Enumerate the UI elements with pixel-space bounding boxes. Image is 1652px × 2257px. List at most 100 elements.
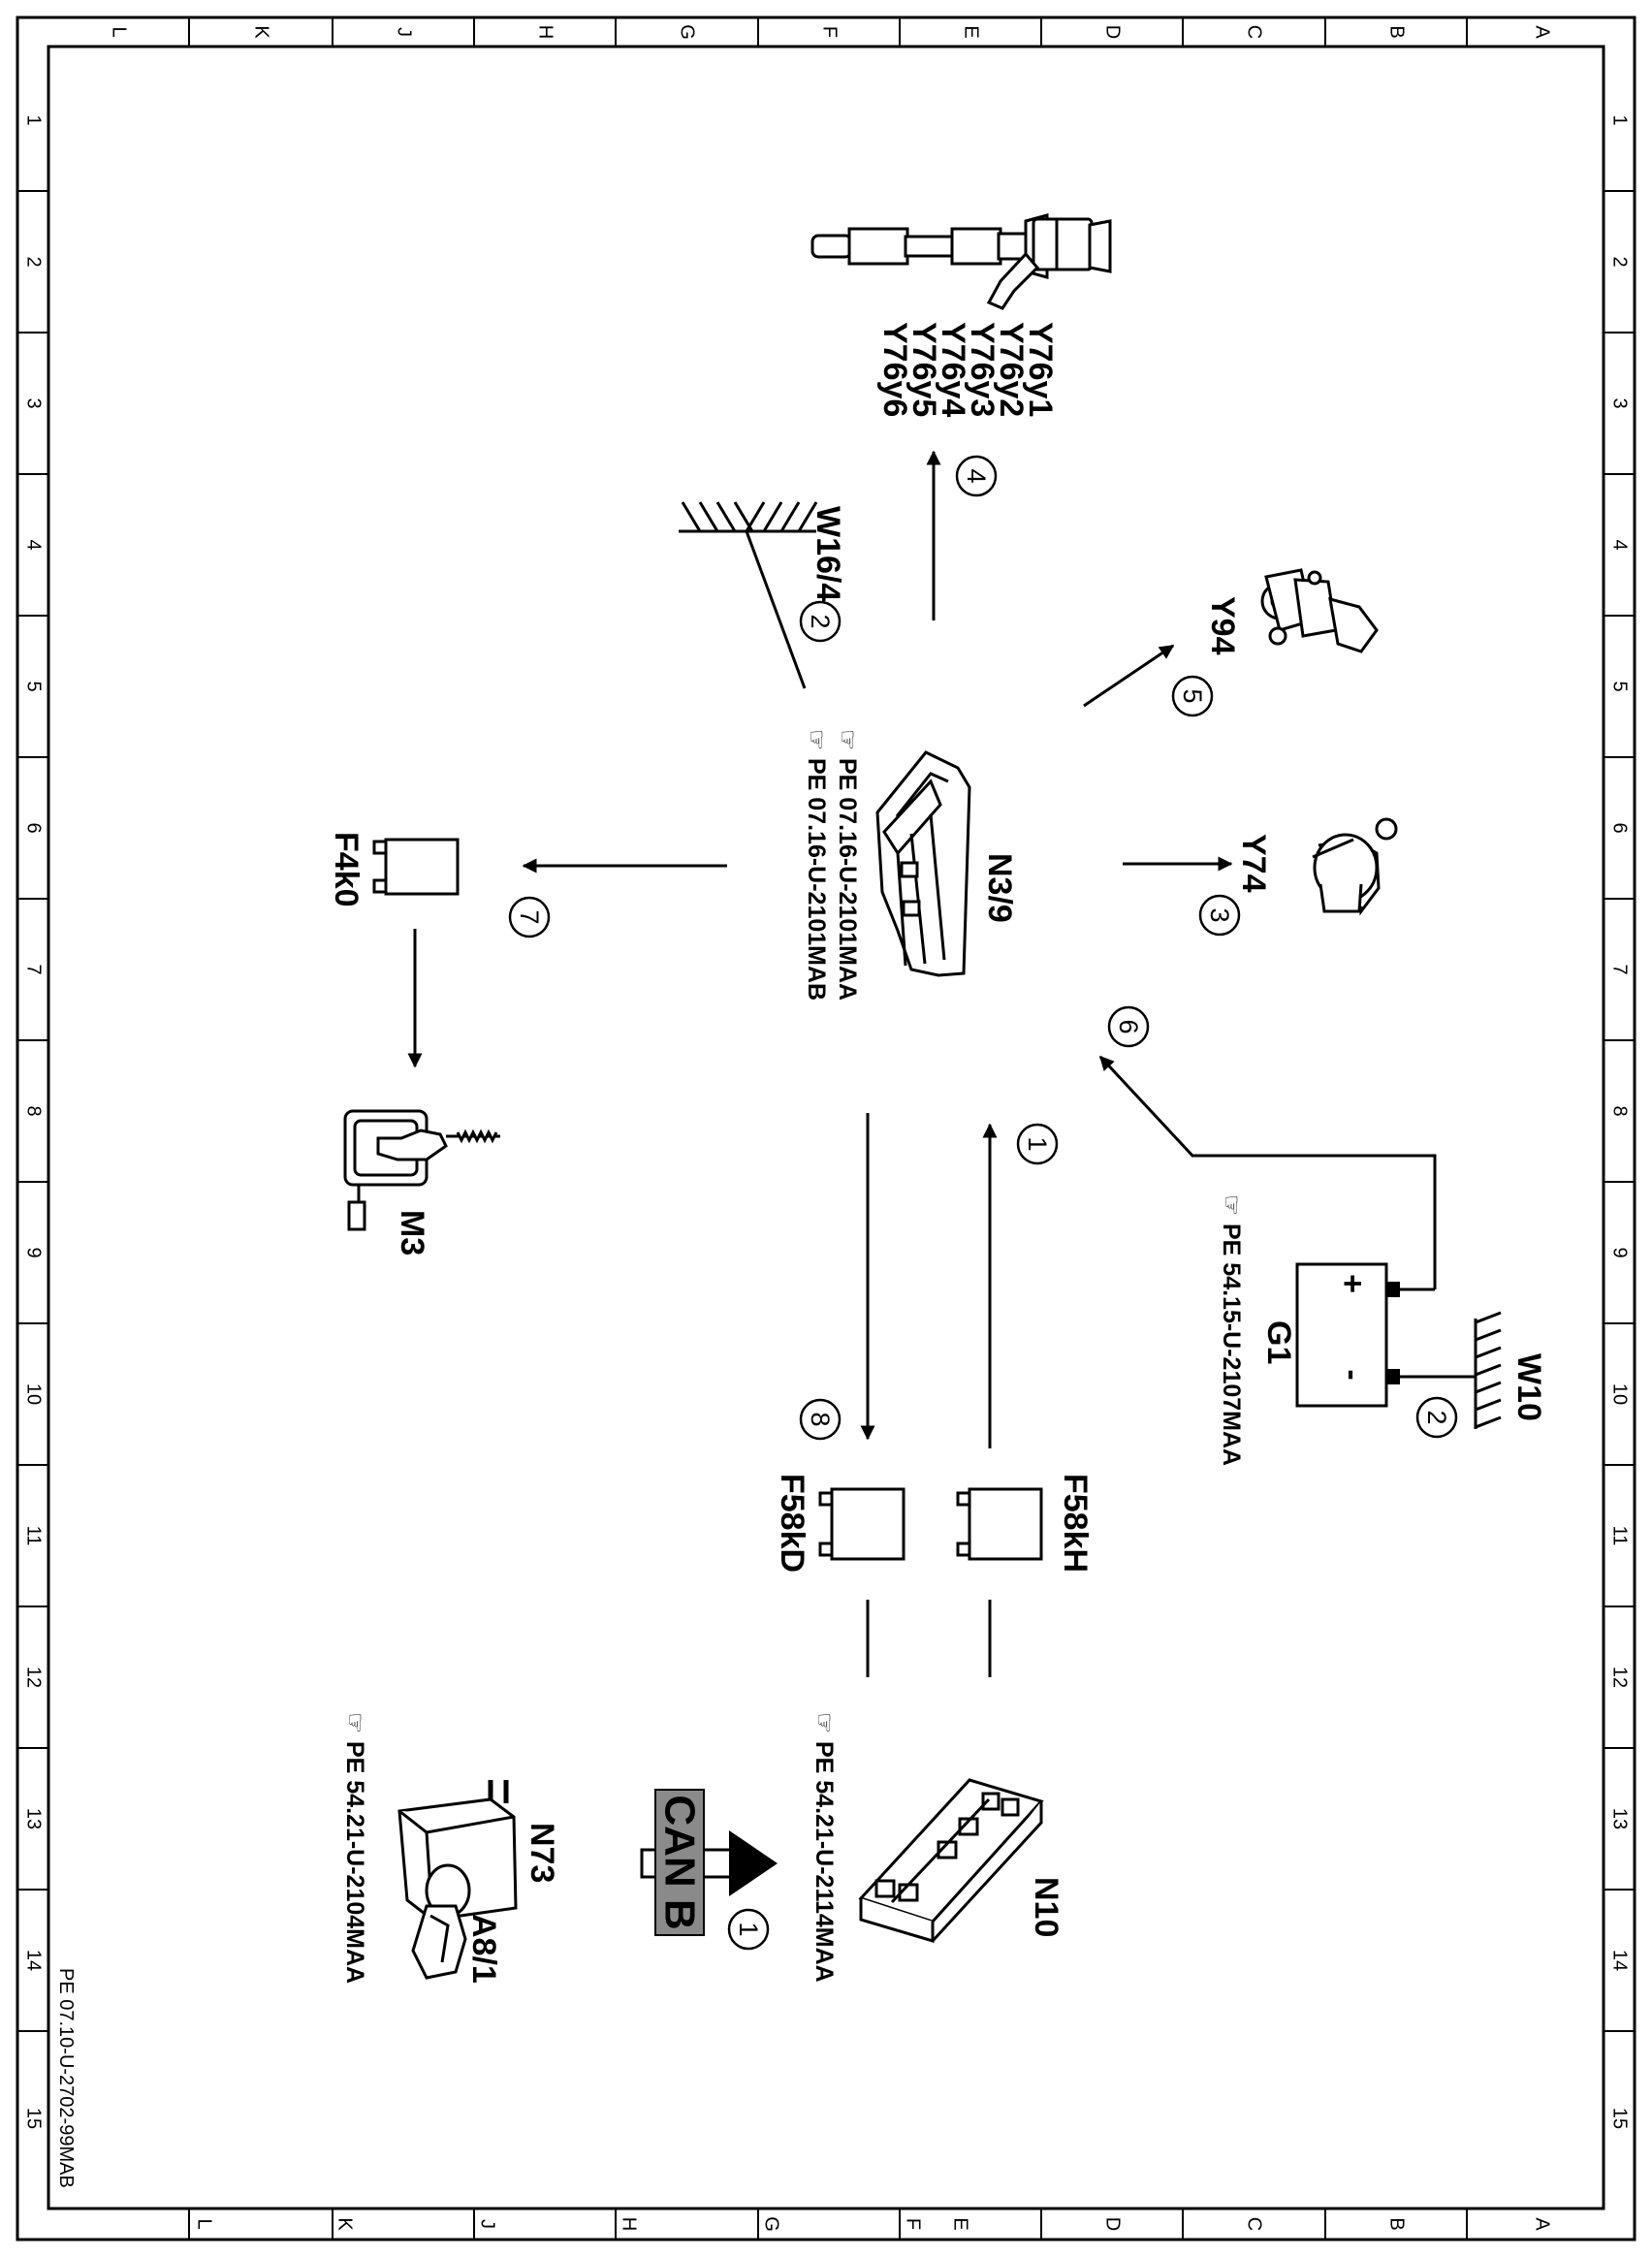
f4k0-label: F4k0: [328, 832, 365, 907]
col-label-bottom-L: L: [194, 2218, 215, 2229]
row-label-left-2: 2: [23, 256, 45, 267]
row-label-right-12: 12: [1609, 1667, 1631, 1688]
col-label-bottom-K: K: [334, 2217, 356, 2231]
col-label-top-B: B: [1386, 25, 1408, 38]
row-label-right-13: 13: [1609, 1808, 1631, 1829]
row-ticks: [17, 190, 1635, 2032]
relay-f58kh-icon: [956, 1487, 1043, 1561]
row-label-left-3: 3: [23, 397, 45, 408]
row-label-left-4: 4: [23, 539, 45, 550]
g1-plus-sign: +: [1334, 1274, 1371, 1293]
n10-ref: PE 54.21-U-2114MAA: [810, 1741, 838, 1983]
col-label-top-C: C: [1244, 25, 1265, 39]
col-label-top-K: K: [251, 25, 272, 39]
signal-number-4: 4: [962, 468, 991, 483]
row-label-right-9: 9: [1609, 1247, 1631, 1257]
col-label-top-A: A: [1532, 25, 1553, 39]
y76-labels: Y76y1 Y76y2 Y76y3 Y76y4 Y76y5 Y76y6: [876, 322, 1059, 417]
row-label-left-6: 6: [23, 822, 45, 833]
n10-ref-hand-icon: ☞: [810, 1712, 838, 1733]
g1-minus-sign: -: [1334, 1369, 1371, 1380]
signal-marker-2b: [1415, 1396, 1458, 1439]
relay-f58kd-icon: [818, 1487, 905, 1561]
row-label-right-2: 2: [1609, 256, 1631, 267]
g1-label: G1: [1260, 1320, 1297, 1364]
signal-arrow-5: [1083, 644, 1175, 708]
battery-g1-icon: [1295, 1262, 1476, 1408]
f58kh-label: F58kH: [1057, 1474, 1094, 1573]
signal-number-2: 2: [806, 614, 835, 628]
row-label-left-14: 14: [23, 1950, 45, 1971]
n73-ref: PE 54.21-U-2104MAA: [341, 1741, 368, 1984]
col-label-bottom-F: F: [903, 2218, 924, 2230]
signal-marker-4: [955, 455, 998, 497]
row-label-left-13: 13: [23, 1808, 45, 1829]
row-label-left-15: 15: [23, 2108, 45, 2129]
g1-ref-hand-icon: ☞: [1218, 1194, 1245, 1216]
control-unit-n3-9-icon: [875, 750, 971, 977]
col-label-top-D: D: [1102, 25, 1124, 39]
module-n10-icon: [858, 1778, 1044, 1944]
col-label-bottom-H: H: [619, 2217, 640, 2231]
grid-columns: L K J H G F E D C B A L K J H G F E D C …: [109, 17, 1553, 2240]
col-label-top-F: F: [819, 26, 841, 38]
battery-g1-terminal-plus: [1386, 1282, 1400, 1297]
y76y4-label: Y76y4: [935, 322, 971, 417]
row-label-left-7: 7: [23, 964, 45, 974]
ground-w16-4-icon: [679, 501, 818, 689]
row-label-left-9: 9: [23, 1247, 45, 1257]
y76y2-label: Y76y2: [993, 322, 1030, 417]
row-label-right-4: 4: [1609, 539, 1631, 550]
y76y5-label: Y76y5: [905, 322, 942, 417]
col-label-bottom-A: A: [1532, 2217, 1553, 2231]
w10-label: W10: [1510, 1353, 1547, 1421]
signal-marker-1b: [727, 1908, 770, 1951]
column-ticks: [188, 17, 1468, 2240]
row-label-right-6: 6: [1609, 822, 1631, 833]
pump-m3-icon: [343, 1109, 500, 1231]
signal-marker-6: [1107, 1005, 1150, 1048]
ignition-switch-n73-icon: [397, 1780, 518, 1980]
col-label-bottom-C: C: [1244, 2217, 1265, 2231]
row-label-left-10: 10: [23, 1383, 45, 1405]
n3-9-ref-1: PE 07.16-U-2101MAA: [834, 758, 861, 1001]
col-label-bottom-E: E: [950, 2217, 971, 2230]
valve-y94-icon: [1260, 568, 1379, 653]
f58kd-label: F58kD: [774, 1474, 810, 1573]
n3-9-ref-2: PE 07.16-U-2101MAB: [803, 758, 830, 1001]
signal-marker-8: [799, 1398, 842, 1441]
n3-9-refs: ☞ PE 07.16-U-2101MAA ☞ PE 07.16-U-2101MA…: [803, 729, 861, 1001]
col-label-top-J: J: [394, 27, 415, 37]
col-label-top-H: H: [535, 25, 556, 39]
signal-number-8: 8: [806, 1412, 835, 1426]
row-label-right-7: 7: [1609, 964, 1631, 974]
ground-w10-icon: [1474, 1311, 1502, 1429]
signal-number-2b: 2: [1422, 1410, 1451, 1424]
n3-9-label: N3/9: [981, 853, 1018, 923]
signal-number-7: 7: [515, 909, 544, 924]
sheet-frame: [16, 16, 1636, 2241]
row-label-left-11: 11: [23, 1526, 45, 1546]
y94-label: Y94: [1204, 596, 1241, 655]
m3-label: M3: [394, 1210, 430, 1256]
battery-g1-terminal-minus: [1386, 1369, 1400, 1384]
col-label-bottom-D: D: [1102, 2217, 1124, 2231]
row-label-right-11: 11: [1609, 1526, 1631, 1546]
relay-f4k0-icon: [372, 838, 460, 896]
y76y1-label: Y76y1: [1022, 322, 1059, 417]
n73-label: N73: [524, 1823, 560, 1883]
w16-4-label: W16/4: [810, 506, 846, 601]
row-label-right-10: 10: [1609, 1383, 1631, 1405]
signal-marker-7: [508, 896, 551, 938]
y76y6-label: Y76y6: [876, 322, 913, 417]
footer-doc-id: PE 07.10-U-2702-99MAB: [55, 1968, 77, 2188]
row-label-right-8: 8: [1609, 1105, 1631, 1116]
n3-9-ref-hand-icon-1: ☞: [834, 729, 861, 750]
grid-rows: 1 2 3 4 5 6 7 8 9 10 11 12 13 14 15 1 2 …: [17, 114, 1635, 2129]
sensor-y74-icon: [1312, 817, 1398, 916]
signal-number-5: 5: [1178, 688, 1207, 703]
row-label-left-1: 1: [23, 114, 45, 125]
col-label-bottom-G: G: [761, 2216, 782, 2232]
signal-number-1b: 1: [734, 1922, 763, 1936]
